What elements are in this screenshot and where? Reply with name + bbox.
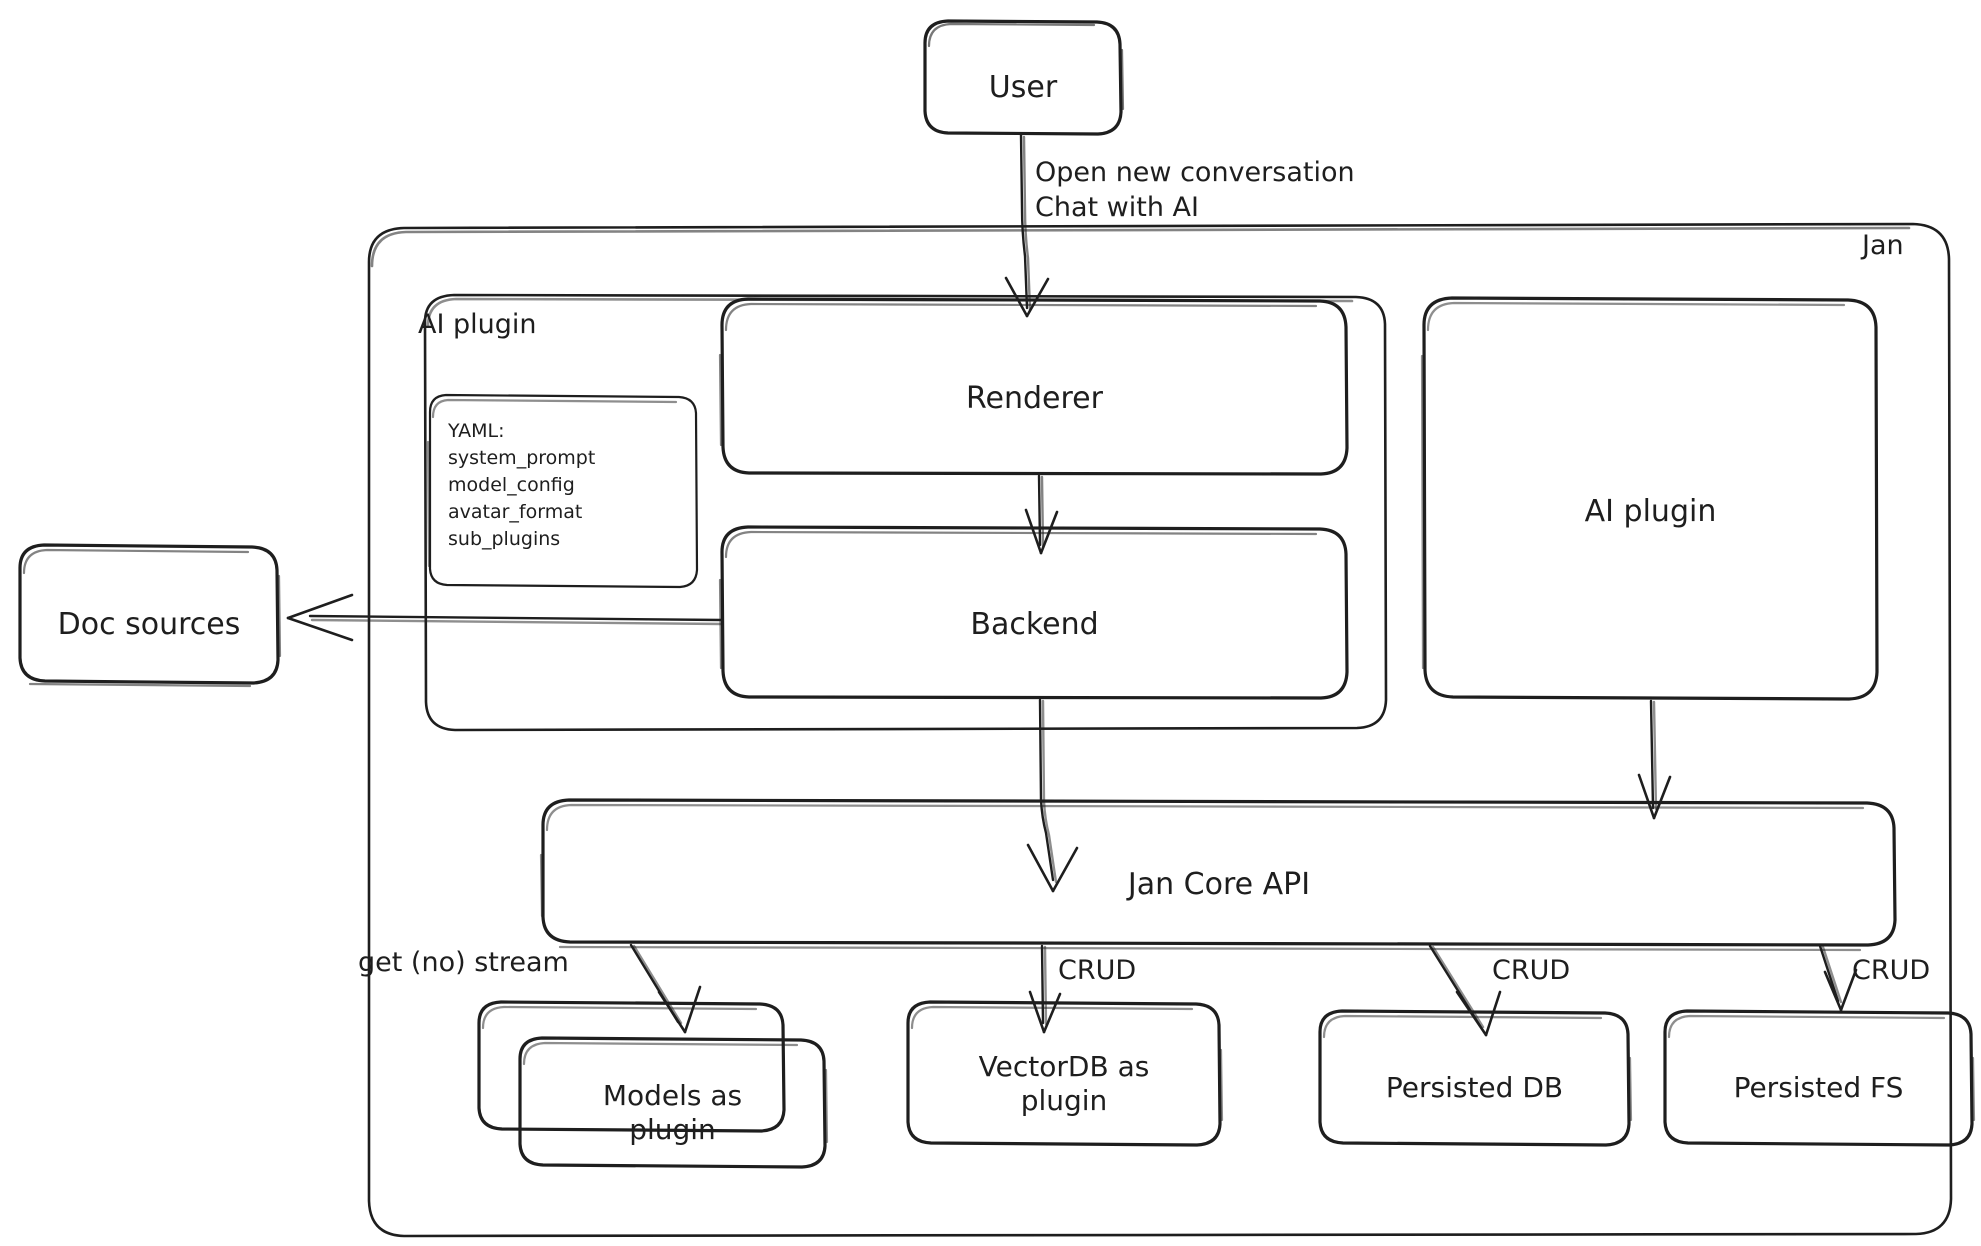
- node-user-outline: [923, 19, 1125, 136]
- edge-core-to-persisted-fs: [1818, 944, 1858, 1012]
- node-persisted-fs-outline: [1663, 1009, 1976, 1147]
- edge-core-to-vectordb: [1028, 944, 1062, 1034]
- edge-renderer-to-backend: [1024, 474, 1059, 555]
- node-jan-core-api-outline: [539, 798, 1897, 952]
- edge-core-to-models: [629, 943, 702, 1034]
- node-persisted-db-outline: [1318, 1009, 1633, 1147]
- container-jan-outline: [367, 222, 1953, 1238]
- node-vectordb-plugin-outline: [906, 1000, 1224, 1147]
- edge-user-to-renderer: [1004, 133, 1050, 318]
- edge-ai-plugin-right-to-core: [1637, 699, 1672, 820]
- node-backend-outline: [718, 525, 1349, 700]
- node-ai-plugin-right-outline: [1420, 296, 1879, 701]
- edge-core-to-persisted-db: [1428, 944, 1502, 1037]
- node-models-plugin-outline: [477, 1000, 829, 1169]
- node-doc-sources-outline: [18, 543, 282, 688]
- container-ai-plugin-group-outline: [423, 293, 1388, 732]
- edge-backend-to-doc-sources: [286, 593, 724, 642]
- node-yaml-outline: [426, 393, 699, 589]
- node-renderer-outline: [718, 297, 1349, 476]
